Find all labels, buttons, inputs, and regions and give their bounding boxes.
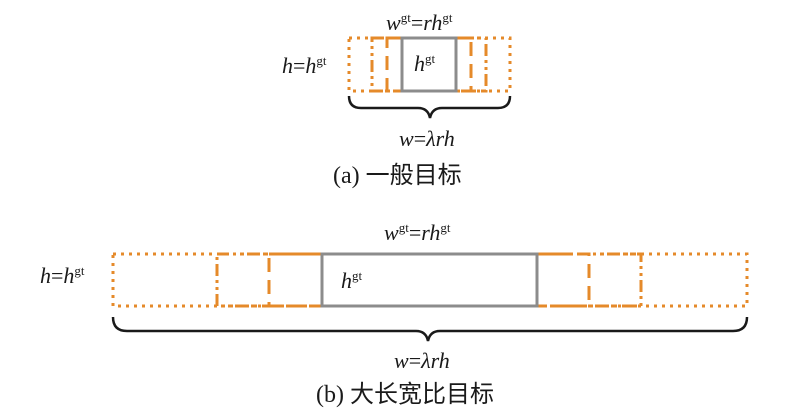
panel-b-bottom-label: w=λrh [394,348,450,373]
panel-b: wgt=rhgt h=hgt hgt w=λrh (b) 大长宽比目标 [40,220,749,408]
panel-a-box-label: hgt [414,51,436,76]
panel-b-left-label: h=hgt [40,263,85,288]
panel-b-caption: (b) 大长宽比目标 [316,381,494,408]
panel-b-anchor-dashdot [215,252,643,308]
panel-b-top-label: wgt=rhgt [384,220,451,245]
panel-a-brace [347,95,512,119]
panel-a-gt-box [400,36,458,93]
panel-b-anchor-dotted [111,252,749,308]
panel-a-bottom-label: w=λrh [399,126,455,151]
panel-a-left-label: h=hgt [282,53,327,78]
panel-a-top-label: wgt=rhgt [386,10,453,35]
panel-b-brace [111,316,749,342]
panel-a-caption: (a) 一般目标 [333,162,462,189]
panel-a-anchor-dashdot [370,36,488,93]
panel-b-gt-box [320,252,539,308]
panel-a: wgt=rhgt h=hgt hgt w=λrh (a) 一般目标 [282,10,512,189]
panel-b-anchor-dashed [267,252,591,308]
panel-b-box-label: hgt [341,268,363,293]
